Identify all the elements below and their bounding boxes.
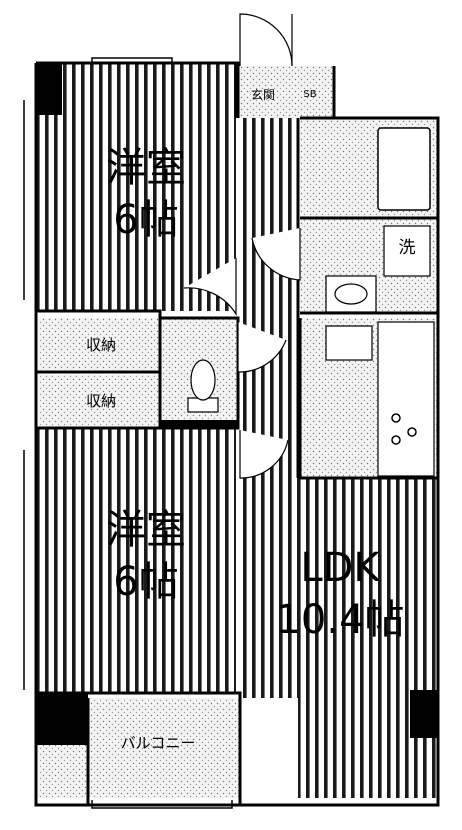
door-swing-washroom	[251, 228, 301, 281]
ldk-size: 10.4帖	[275, 597, 405, 643]
kitchen-sink	[325, 325, 373, 361]
column	[410, 690, 438, 738]
shoe-box-label: SB	[303, 89, 317, 100]
toilet-bowl	[190, 359, 216, 401]
bathtub	[377, 127, 431, 211]
western-room-upper-floor	[36, 63, 236, 311]
closet-upper-label: 収納	[85, 336, 116, 354]
door-swing-lower-room	[239, 430, 289, 479]
balcony-area	[88, 698, 240, 798]
closet-upper-area	[38, 318, 160, 370]
closet-lower-label: 収納	[85, 392, 116, 410]
door-swing-toilet	[237, 322, 287, 373]
entrance-door-swing	[239, 13, 293, 67]
washbasin	[325, 275, 377, 313]
column	[36, 693, 88, 745]
ldk-name: LDK	[300, 545, 380, 591]
washer-label: 洗	[398, 238, 416, 258]
western-room-upper-name: 洋室	[106, 145, 186, 191]
hallway-upper-floor	[238, 118, 298, 318]
western-room-lower-size: 6帖	[113, 559, 179, 605]
kitchen-counter	[377, 321, 435, 477]
western-room-lower-floor	[36, 428, 236, 693]
washer-space	[383, 225, 431, 277]
balcony-left-area	[38, 745, 88, 798]
western-room-lower-name: 洋室	[106, 507, 186, 553]
stove-burners	[391, 413, 417, 445]
entrance-area	[238, 66, 334, 118]
door-swing-upper-room	[183, 258, 237, 317]
window-frames	[23, 57, 233, 809]
ldk-floor	[298, 478, 438, 798]
balcony-label: バルコニー	[120, 734, 196, 752]
entrance-label: 玄関	[250, 88, 275, 102]
hallway-lower-floor	[238, 318, 298, 698]
closet-lower-area	[38, 375, 160, 428]
column	[160, 420, 238, 428]
column	[36, 63, 62, 115]
western-room-upper-size: 6帖	[113, 197, 179, 243]
basin-bowl	[334, 283, 368, 305]
